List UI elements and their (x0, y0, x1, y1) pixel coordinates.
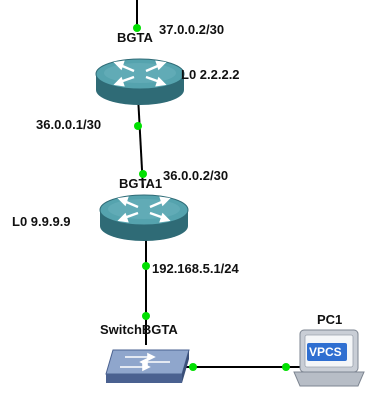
interface-label-bgta-down: 36.0.0.1/30 (36, 117, 102, 132)
switch-icon (105, 349, 190, 383)
port-bgta1-down[interactable] (142, 262, 150, 270)
loopback-label-bgta1: L0 9.9.9.9 (12, 214, 71, 229)
loopback-label-bgta: L0 2.2.2.2 (181, 67, 240, 82)
router-bgta[interactable] (95, 58, 185, 105)
router-icon (99, 194, 189, 241)
pc-pc1[interactable] (293, 329, 365, 387)
port-switch-pc[interactable] (189, 363, 197, 371)
port-bgta1-up[interactable] (139, 170, 147, 178)
router-icon (95, 58, 185, 105)
vpcs-badge-text: VPCS (309, 345, 342, 359)
port-switch-up[interactable] (142, 312, 150, 320)
router-bgta1[interactable] (99, 194, 189, 241)
vpcs-pc-icon (293, 329, 365, 387)
port-bgta-uplink[interactable] (133, 24, 141, 32)
interface-label-bgta-uplink: 37.0.0.2/30 (159, 22, 225, 37)
device-label-bgta1: BGTA1 (119, 176, 163, 191)
interface-label-bgta1-up: 36.0.0.2/30 (163, 168, 229, 183)
device-label-bgta: BGTA (117, 30, 153, 45)
device-label-switch: SwitchBGTA (100, 322, 178, 337)
switch-switchbgta[interactable] (105, 349, 190, 383)
port-pc1[interactable] (282, 363, 290, 371)
port-bgta-down[interactable] (134, 122, 142, 130)
device-label-pc1: PC1 (317, 312, 343, 327)
interface-label-bgta1-down: 192.168.5.1/24 (152, 261, 239, 276)
